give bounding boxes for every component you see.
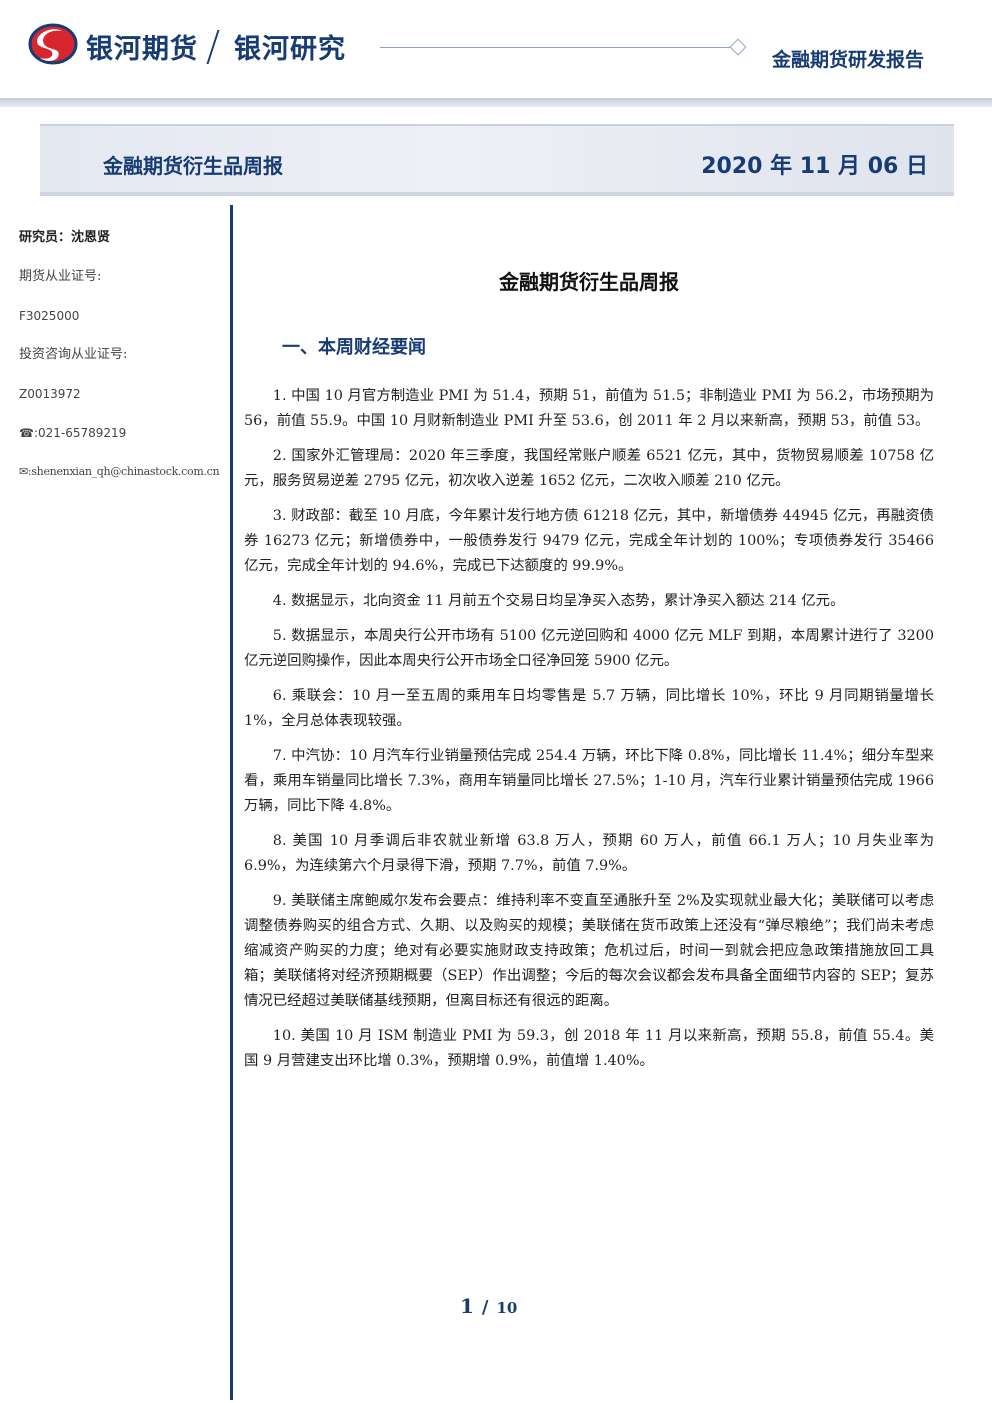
- futures-cert-number: F3025000: [19, 309, 80, 323]
- advisory-cert-label: 投资咨询从业证号:: [19, 347, 128, 362]
- page-total: 10: [496, 1299, 518, 1317]
- research-name: 银河研究: [234, 34, 346, 65]
- news-item-7: 7. 中汽协：10 月汽车行业销量预估完成 254.4 万辆，环比下降 0.8%…: [244, 748, 934, 814]
- document-title: 金融期货衍生品周报: [499, 270, 679, 294]
- news-item-5: 5. 数据显示，本周央行公开市场有 5100 亿元逆回购和 4000 亿元 ML…: [244, 628, 934, 669]
- brand-divider: [206, 30, 226, 64]
- news-item-3: 3. 财政部：截至 10 月底，今年累计发行地方债 61218 亿元，其中，新增…: [244, 508, 934, 574]
- title-banner: [40, 124, 954, 194]
- page-current: 1: [460, 1294, 474, 1318]
- news-item-6: 6. 乘联会：10 月一至五周的乘用车日均零售是 5.7 万辆，同比增长 10%…: [244, 688, 934, 729]
- futures-cert-label: 期货从业证号:: [19, 269, 102, 284]
- sidebar-divider: [230, 205, 233, 1400]
- galaxy-logo-icon: [28, 23, 78, 65]
- header-decorative-line: [380, 47, 732, 48]
- report-type: 金融期货研发报告: [771, 49, 924, 71]
- news-item-8: 8. 美国 10 月季调后非农就业新增 63.8 万人，预期 60 万人，前值 …: [244, 833, 934, 874]
- news-item-10: 10. 美国 10 月 ISM 制造业 PMI 为 59.3，创 2018 年 …: [244, 1028, 934, 1069]
- brand-name: 银河期货 银河研究: [86, 27, 346, 66]
- news-item-4: 4. 数据显示，北向资金 11 月前五个交易日均呈净买入态势，累计净买入额达 2…: [272, 593, 845, 609]
- phone-number: ☎:021-65789219: [19, 426, 127, 440]
- news-item-1: 1. 中国 10 月官方制造业 PMI 为 51.4，预期 51，前值为 51.…: [244, 388, 934, 429]
- analyst-sidebar: 研究员：沈恩贤 期货从业证号: F3025000 投资咨询从业证号: Z0013…: [19, 228, 224, 501]
- banner-shadow: [40, 192, 954, 196]
- page-number: 1 / 10: [460, 1294, 517, 1318]
- company-name: 银河期货: [86, 34, 198, 65]
- advisory-cert-number: Z0013972: [19, 387, 81, 401]
- news-list: 1. 中国 10 月官方制造业 PMI 为 51.4，预期 51，前值为 51.…: [244, 384, 934, 1084]
- news-item-2: 2. 国家外汇管理局：2020 年三季度，我国经常账户顺差 6521 亿元，其中…: [244, 448, 934, 489]
- header-bar: [0, 98, 992, 107]
- news-item-9: 9. 美联储主席鲍威尔发布会要点：维持利率不变直至通胀升至 2%及实现就业最大化…: [244, 893, 934, 1009]
- analyst-name: 研究员：沈恩贤: [19, 230, 111, 245]
- report-date: 2020 年 11 月 06 日: [701, 154, 928, 179]
- page-separator: /: [481, 1297, 489, 1318]
- section-title: 一、本周财经要闻: [282, 337, 426, 358]
- diamond-icon: [729, 38, 747, 56]
- email-address[interactable]: ✉:shenenxian_qh@chinastock.com.cn: [19, 465, 220, 478]
- banner-title: 金融期货衍生品周报: [103, 154, 283, 178]
